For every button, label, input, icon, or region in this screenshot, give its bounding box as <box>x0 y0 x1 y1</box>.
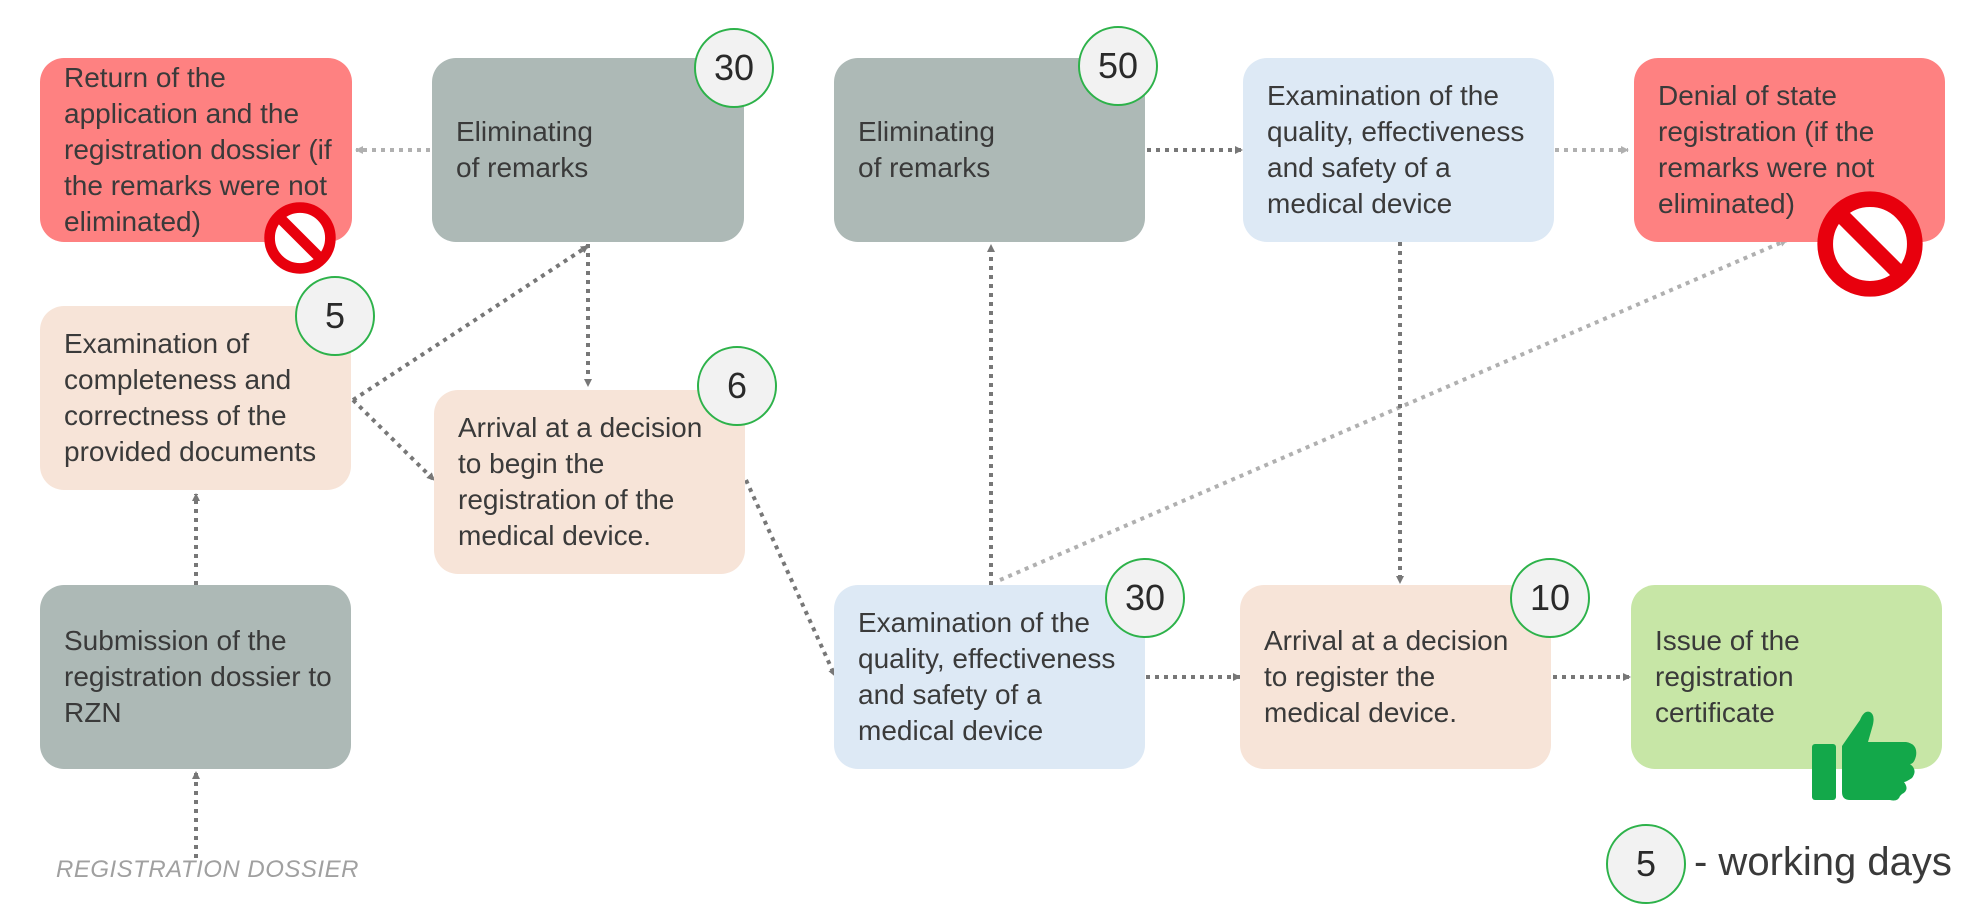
no-entry-icon <box>264 202 336 274</box>
return-application-node: Return of the application and the regist… <box>40 58 352 242</box>
eliminating-remarks-text-2: Eliminating of remarks <box>858 116 995 183</box>
submission-node: Submission of the registration dossier t… <box>40 585 351 769</box>
issue-certificate-node: Issue of the registration certificate <box>1631 585 1942 769</box>
decision-register-node: Arrival at a decision to register the me… <box>1240 585 1551 769</box>
denial-registration-text: Denial of state registration (if the rem… <box>1658 80 1875 219</box>
dossier-caption: REGISTRATION DOSSIER <box>56 856 359 883</box>
arrow-completeness-to-decision-begin <box>351 398 436 482</box>
decision-begin-text: Arrival at a decision to begin the regis… <box>458 412 703 551</box>
examination-quality-text-top: Examination of the quality, effectivenes… <box>1267 80 1525 219</box>
no-entry-icon <box>1817 191 1923 297</box>
issue-certificate-text: Issue of the registration certificate <box>1655 625 1800 728</box>
arrow-exam-bottom-to-denial <box>999 238 1788 582</box>
eliminating-remarks-text-1: Eliminating of remarks <box>456 116 593 183</box>
submission-text: Submission of the registration dossier t… <box>64 625 332 728</box>
arrow-decision-begin-to-exam-bottom <box>744 479 837 677</box>
decision-begin-node: Arrival at a decision to begin the regis… <box>434 390 745 574</box>
examination-completeness-text: Examination of completeness and correctn… <box>64 328 317 467</box>
days-badge-remarks-1: 30 <box>694 28 774 108</box>
arrow-completeness-to-remarks1 <box>351 244 590 402</box>
days-badge-exam-bottom: 30 <box>1105 558 1185 638</box>
legend-badge: 5 <box>1606 824 1686 904</box>
days-badge-completeness: 5 <box>295 276 375 356</box>
examination-completeness-node: Examination of completeness and correctn… <box>40 306 351 490</box>
days-badge-decision-begin: 6 <box>697 346 777 426</box>
examination-quality-text-bottom: Examination of the quality, effectivenes… <box>858 607 1116 746</box>
examination-quality-node-top: Examination of the quality, effectivenes… <box>1243 58 1554 242</box>
return-application-text: Return of the application and the regist… <box>64 62 332 237</box>
legend-label: - working days <box>1694 840 1952 884</box>
eliminating-remarks-node-1: Eliminating of remarks <box>432 58 744 242</box>
days-badge-decision-register: 10 <box>1510 558 1590 638</box>
thumbs-up-icon <box>1812 711 1917 801</box>
decision-register-text: Arrival at a decision to register the me… <box>1264 625 1509 728</box>
days-badge-remarks-2: 50 <box>1078 26 1158 106</box>
examination-quality-node-bottom: Examination of the quality, effectivenes… <box>834 585 1145 769</box>
